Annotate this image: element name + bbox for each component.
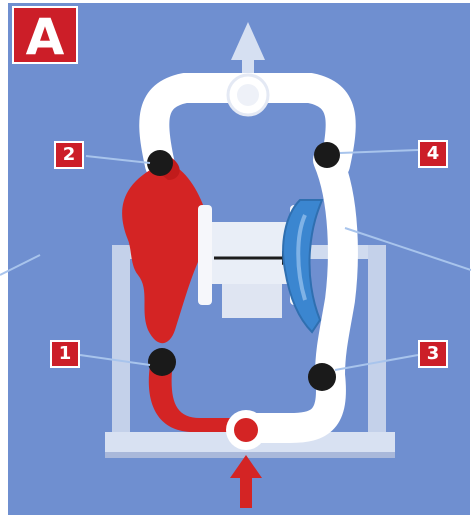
callout-4: 4 xyxy=(418,140,448,168)
check-ball-2 xyxy=(147,150,173,176)
callout-1: 1 xyxy=(50,340,80,368)
frame-base-shadow xyxy=(105,452,395,458)
center-lower-block xyxy=(222,284,282,318)
check-ball-1 xyxy=(148,348,176,376)
outlet-arrow-icon xyxy=(231,22,265,78)
left-diaphragm-plate xyxy=(198,205,212,305)
leader-line-left xyxy=(0,255,40,275)
check-ball-3 xyxy=(308,363,336,391)
left-chamber xyxy=(122,162,207,343)
frame-right-leg xyxy=(368,245,386,455)
leader-line-2 xyxy=(86,156,150,163)
right-manifold-side xyxy=(328,160,343,375)
check-ball-4 xyxy=(314,142,340,168)
inlet-arrow-icon xyxy=(230,455,262,508)
inlet-port-fluid xyxy=(234,418,258,442)
frame-left-leg xyxy=(112,245,130,455)
callout-2: 2 xyxy=(54,141,84,169)
panel-label: A xyxy=(12,6,78,64)
outlet-port-inner xyxy=(237,84,259,106)
callout-3: 3 xyxy=(418,340,448,368)
